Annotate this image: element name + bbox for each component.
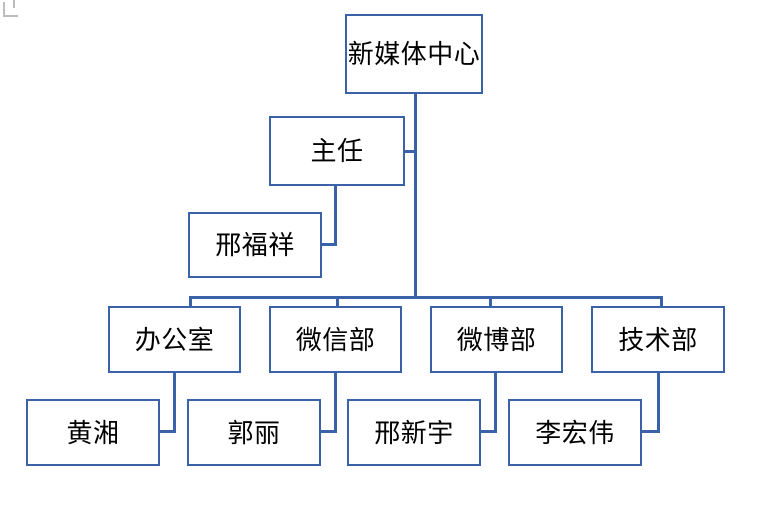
node-director-name-label: 邢福祥 — [215, 230, 295, 260]
node-staff-tech[interactable]: 李宏伟 — [508, 399, 642, 466]
connector-office-to-staff — [158, 430, 176, 433]
node-director[interactable]: 主任 — [269, 116, 405, 186]
connector-root-trunk — [414, 92, 417, 298]
node-staff-wechat-label: 郭丽 — [227, 417, 281, 448]
node-director-label: 主任 — [310, 136, 364, 166]
node-director-name[interactable]: 邢福祥 — [188, 212, 322, 278]
page-corner-mark — [3, 0, 18, 17]
node-staff-office-label: 黄湘 — [66, 417, 120, 448]
connector-director-drop — [334, 184, 337, 246]
node-dept-office-label: 办公室 — [134, 324, 215, 355]
node-dept-weibo[interactable]: 微博部 — [430, 306, 563, 373]
node-dept-tech[interactable]: 技术部 — [591, 306, 725, 373]
connector-drop-weibo — [489, 296, 492, 308]
connector-weibo-to-staff — [480, 430, 497, 433]
connector-drop-tech — [660, 296, 663, 308]
node-dept-weibo-label: 微博部 — [456, 324, 537, 355]
connector-drop-office — [189, 296, 192, 308]
node-dept-wechat-label: 微信部 — [295, 324, 376, 355]
node-dept-tech-label: 技术部 — [618, 324, 698, 355]
connector-tech-to-staff — [641, 430, 660, 433]
node-staff-office[interactable]: 黄湘 — [26, 399, 160, 466]
connector-weibo-drop — [494, 371, 497, 433]
node-staff-tech-label: 李宏伟 — [535, 417, 615, 448]
connector-drop-wechat — [336, 296, 339, 308]
connector-root-to-director — [403, 150, 416, 153]
node-dept-office[interactable]: 办公室 — [108, 306, 241, 373]
connector-office-drop — [173, 371, 176, 433]
connector-wechat-drop — [334, 371, 337, 433]
connector-tech-drop — [657, 371, 660, 433]
node-root-label: 新媒体中心 — [347, 39, 481, 69]
node-dept-wechat[interactable]: 微信部 — [269, 306, 402, 373]
connector-department-bus — [189, 296, 663, 299]
connector-director-to-name — [320, 243, 337, 246]
node-staff-weibo-label: 邢新宇 — [374, 417, 454, 448]
node-root[interactable]: 新媒体中心 — [345, 14, 483, 94]
node-staff-weibo[interactable]: 邢新宇 — [347, 399, 481, 466]
connector-wechat-to-staff — [320, 430, 337, 433]
node-staff-wechat[interactable]: 郭丽 — [187, 399, 321, 466]
